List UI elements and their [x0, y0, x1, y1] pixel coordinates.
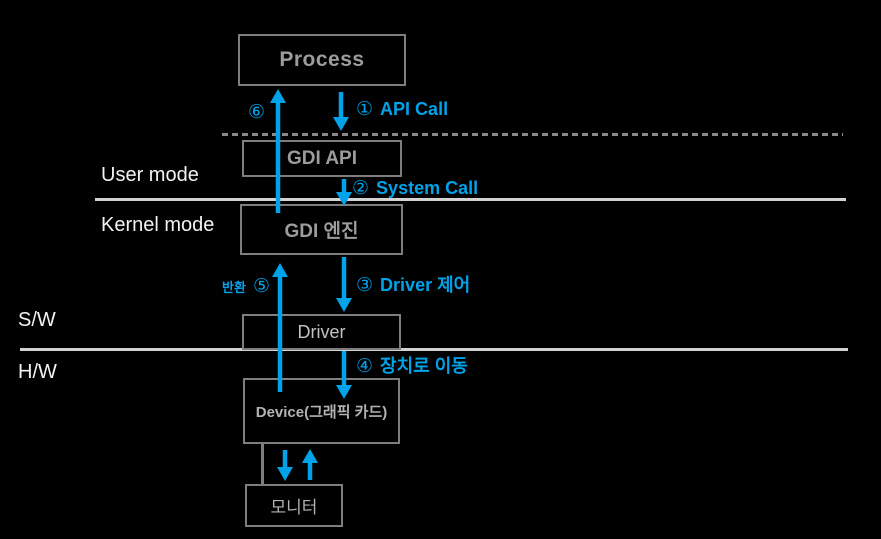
- circled-number-1: ①: [356, 99, 374, 120]
- flow-label-move-to-device: ④ 장치로 이동: [356, 352, 468, 378]
- user-kernel-divider-line: [95, 198, 846, 201]
- process-label: Process: [279, 48, 365, 71]
- monitor-label: 모니터: [270, 498, 318, 517]
- device-monitor-connector-line: [261, 444, 264, 485]
- flow-label-driver-control: ③ Driver 제어: [356, 271, 470, 297]
- flow-label-system-call: ② System Call: [352, 177, 478, 200]
- circled-number-2: ②: [352, 178, 370, 199]
- device-box: Device(그래픽 카드): [243, 378, 400, 444]
- gdi-api-label: GDI API: [286, 147, 358, 169]
- driver-box: Driver: [242, 314, 401, 350]
- flow-label-text: System Call: [376, 178, 479, 198]
- circled-number-4: ④: [356, 356, 374, 377]
- gdi-engine-label: GDI 엔진: [284, 221, 359, 242]
- flow-label-step6: ⑥: [248, 101, 265, 124]
- flow-label-return: 반환 ⑤: [214, 275, 270, 298]
- flow-label-text: Driver 제어: [380, 275, 471, 295]
- monitor-box: 모니터: [245, 484, 343, 527]
- circled-number-5: ⑤: [252, 276, 270, 297]
- label-kernel-mode: Kernel mode: [101, 214, 215, 236]
- device-label: Device(그래픽 카드): [255, 403, 388, 421]
- user-kernel-dashed-divider: [222, 133, 843, 136]
- driver-label: Driver: [297, 321, 346, 342]
- circled-number-6: ⑥: [248, 102, 266, 123]
- label-user-mode: User mode: [101, 164, 199, 186]
- process-box: Process: [238, 34, 406, 86]
- flow-label-text: 장치로 이동: [380, 356, 468, 376]
- flow-label-text: API Call: [380, 99, 449, 119]
- flow-label-text: 반환: [222, 280, 246, 295]
- gdi-engine-box: GDI 엔진: [240, 204, 403, 255]
- circled-number-3: ③: [356, 275, 374, 296]
- flow-label-api-call: ① API Call: [356, 98, 448, 121]
- label-hardware: H/W: [18, 361, 57, 383]
- gdi-api-box: GDI API: [242, 140, 402, 177]
- label-software: S/W: [18, 309, 56, 331]
- sw-hw-divider-line: [20, 348, 848, 351]
